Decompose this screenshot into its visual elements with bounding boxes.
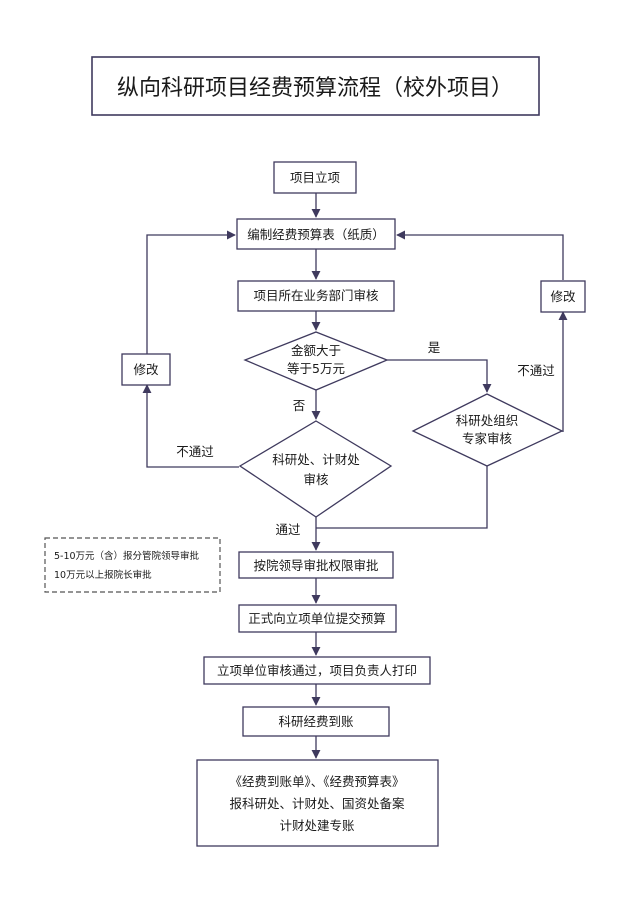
node-project-setup-label: 项目立项 bbox=[290, 170, 340, 185]
decision-finance-review: 科研处、计财处 审核 bbox=[238, 420, 393, 518]
edge-label-pass: 通过 bbox=[275, 522, 301, 537]
decision-amount-line1: 金额大于 bbox=[291, 343, 341, 358]
node-funds-arrive-label: 科研经费到账 bbox=[278, 714, 354, 729]
decision-amount-line2: 等于5万元 bbox=[287, 361, 345, 376]
node-leader-approval-label: 按院领导审批权限审批 bbox=[253, 558, 378, 573]
node-final-line3: 计财处建专账 bbox=[279, 818, 355, 833]
decision-expert-line1: 科研处组织 bbox=[456, 413, 519, 428]
connectors bbox=[142, 193, 568, 759]
edge-label-fail-left: 不通过 bbox=[176, 444, 214, 459]
decision-finance-line1: 科研处、计财处 bbox=[272, 452, 360, 467]
node-modify-right-label: 修改 bbox=[550, 289, 576, 304]
decision-amount: 金额大于 等于5万元 bbox=[243, 331, 389, 391]
node-unit-review-print-label: 立项单位审核通过，项目负责人打印 bbox=[217, 663, 417, 678]
approval-note-line1: 5-10万元（含）报分管院领导审批 bbox=[54, 550, 200, 562]
approval-note-line2: 10万元以上报院长审批 bbox=[54, 569, 152, 581]
node-final-filing: 《经费到账单》、《经费预算表》 报科研处、计财处、国资处备案 计财处建专账 bbox=[196, 759, 439, 847]
node-project-setup: 项目立项 bbox=[273, 161, 357, 194]
node-final-line1: 《经费到账单》、《经费预算表》 bbox=[229, 774, 404, 789]
node-unit-review-print: 立项单位审核通过，项目负责人打印 bbox=[203, 656, 431, 685]
node-submit-budget: 正式向立项单位提交预算 bbox=[238, 604, 397, 633]
node-dept-review: 项目所在业务部门审核 bbox=[237, 280, 395, 312]
page-title: 纵向科研项目经费预算流程（校外项目） bbox=[117, 76, 513, 101]
edge-label-fail-right: 不通过 bbox=[517, 363, 555, 378]
decision-expert-line2: 专家审核 bbox=[462, 431, 513, 446]
node-leader-approval: 按院领导审批权限审批 bbox=[238, 551, 394, 579]
node-modify-left: 修改 bbox=[121, 353, 171, 386]
node-modify-right: 修改 bbox=[540, 280, 586, 313]
edge-expert-pass-merge bbox=[316, 466, 488, 529]
edge-amount-to-expert-yes bbox=[387, 359, 492, 393]
edge-finance-fail-to-modify bbox=[142, 384, 239, 468]
decision-finance-line2: 审核 bbox=[303, 472, 329, 487]
node-final-line2: 报科研处、计财处、国资处备案 bbox=[229, 796, 405, 811]
node-prepare-budget: 编制经费预算表（纸质） bbox=[236, 218, 396, 250]
node-modify-left-label: 修改 bbox=[133, 362, 159, 377]
edge-modify-to-budget-left bbox=[146, 230, 236, 354]
approval-note: 5-10万元（含）报分管院领导审批 10万元以上报院长审批 bbox=[44, 537, 221, 593]
node-funds-arrive: 科研经费到账 bbox=[242, 706, 390, 737]
node-dept-review-label: 项目所在业务部门审核 bbox=[253, 288, 379, 303]
node-submit-budget-label: 正式向立项单位提交预算 bbox=[248, 611, 386, 626]
title-box: 纵向科研项目经费预算流程（校外项目） bbox=[91, 56, 540, 116]
edge-modify-to-budget-right bbox=[396, 230, 564, 280]
decision-expert-review: 科研处组织 专家审核 bbox=[411, 393, 564, 467]
edge-label-no: 否 bbox=[293, 398, 306, 413]
edge-label-yes: 是 bbox=[428, 340, 441, 355]
node-prepare-budget-label: 编制经费预算表（纸质） bbox=[247, 227, 385, 242]
